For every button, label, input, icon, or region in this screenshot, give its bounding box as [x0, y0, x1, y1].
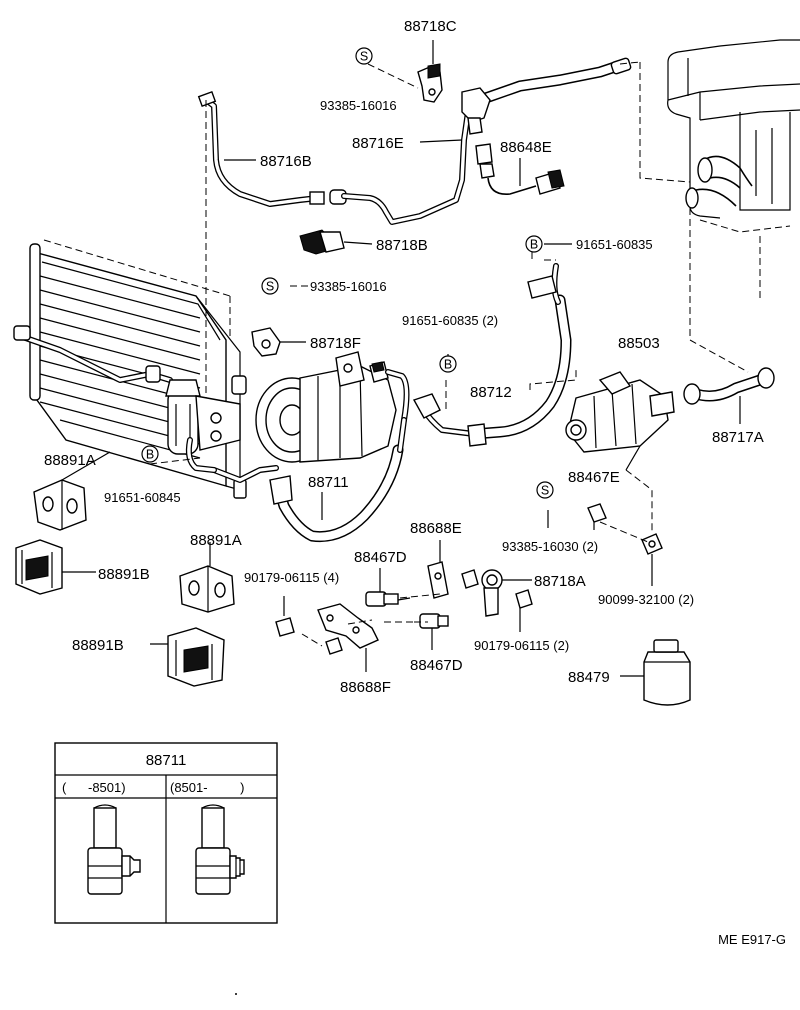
bolt-93385-16030-drawing [587, 503, 607, 530]
label-88503: 88503 [618, 335, 660, 352]
sensor-88467D-top-drawing [365, 568, 411, 607]
label-91651-60845: 91651-60845 [104, 490, 181, 505]
symbol-s-mid: S [261, 277, 279, 295]
symbol-s-label: S [360, 50, 368, 64]
clamp-88718B-drawing [299, 229, 373, 255]
symbol-s-label: S [266, 280, 274, 294]
pipe-88716B-drawing [197, 91, 471, 225]
label-88718F: 88718F [310, 335, 361, 352]
evaporator-housing-drawing [639, 39, 800, 373]
cushion-88891A-left-drawing [33, 479, 87, 531]
label-88711: 88711 [308, 474, 349, 491]
bracket-88688E-drawing [427, 540, 449, 599]
bracket-88718F-drawing [251, 327, 306, 357]
hose-88712-drawing [412, 259, 577, 447]
sensor-88467D-bottom-drawing [419, 613, 449, 650]
symbol-s-right: S [536, 481, 554, 499]
clamp-88718C-drawing [417, 40, 443, 103]
hose-88717A-drawing [683, 367, 775, 405]
label-91651-60835-right: 91651-60835 [576, 237, 653, 252]
nut-90179-06115-drawing [275, 569, 533, 655]
label-88688F: 88688F [340, 679, 391, 696]
hose-88711-drawing [185, 369, 410, 543]
label-88712: 88712 [470, 384, 512, 401]
label-91651-60835-2: 91651-60835 (2) [402, 313, 498, 328]
label-88718A: 88718A [534, 573, 586, 590]
label-88479: 88479 [568, 669, 610, 686]
symbol-b-left: B [141, 445, 159, 463]
label-88467D-top: 88467D [354, 549, 407, 566]
symbol-s-top: S [355, 47, 373, 65]
fitting-right-drawing [195, 804, 245, 895]
can-88479-drawing [620, 639, 691, 706]
label-88891B-bottom: 88891B [72, 637, 124, 654]
cushion-88891A-mid-drawing [179, 565, 235, 613]
label-88716B: 88716B [260, 153, 312, 170]
pipe-88716E-upper-drawing [461, 57, 641, 135]
label-90179-06115-4: 90179-06115 (4) [244, 570, 339, 585]
label-88717A: 88717A [712, 429, 764, 446]
inset-col-left: ( -8501) [62, 780, 126, 795]
label-93385-16016-top: 93385-16016 [320, 98, 397, 113]
nut-90099-32100-drawing [641, 533, 663, 586]
inset-table: 88711 ( -8501) (8501- ) [54, 742, 278, 924]
label-90179-06115-2: 90179-06115 (2) [474, 638, 569, 653]
figure-code: ME E917-G [718, 932, 786, 947]
fitting-left-drawing [87, 804, 141, 895]
symbol-b-label: B [146, 448, 154, 462]
label-88891A-mid: 88891A [190, 532, 242, 549]
label-88688E: 88688E [410, 520, 462, 537]
label-88891B-top: 88891B [98, 566, 150, 583]
label-88718C: 88718C [404, 18, 457, 35]
inset-col-right: (8501- ) [170, 780, 244, 795]
expansion-valve-88503-drawing [565, 371, 675, 534]
bracket-88688F-drawing [317, 603, 379, 672]
label-88718B: 88718B [376, 237, 428, 254]
label-93385-16016-mid: 93385-16016 [310, 279, 387, 294]
symbol-b-label: B [444, 358, 452, 372]
switch-88648E-drawing [475, 143, 565, 195]
cushion-88891B-top-drawing [15, 539, 96, 595]
symbol-b-label: B [530, 238, 538, 252]
label-88467D-bottom: 88467D [410, 657, 463, 674]
label-88648E: 88648E [500, 139, 552, 156]
label-88716E: 88716E [352, 135, 404, 152]
symbol-s-label: S [541, 484, 549, 498]
compressor-drawing [255, 351, 397, 463]
label-88467E: 88467E [568, 469, 620, 486]
symbol-b-center: B [439, 355, 457, 373]
clamp-88718A-drawing [481, 569, 532, 617]
cushion-88891B-bottom-drawing [150, 627, 225, 687]
symbol-b-right: B [525, 235, 543, 253]
label-88891A-left: 88891A [44, 452, 96, 469]
label-90099-32100: 90099-32100 (2) [598, 592, 694, 607]
label-93385-16030: 93385-16030 (2) [502, 539, 598, 554]
inset-title: 88711 [146, 752, 187, 769]
stray-dot [235, 993, 237, 995]
